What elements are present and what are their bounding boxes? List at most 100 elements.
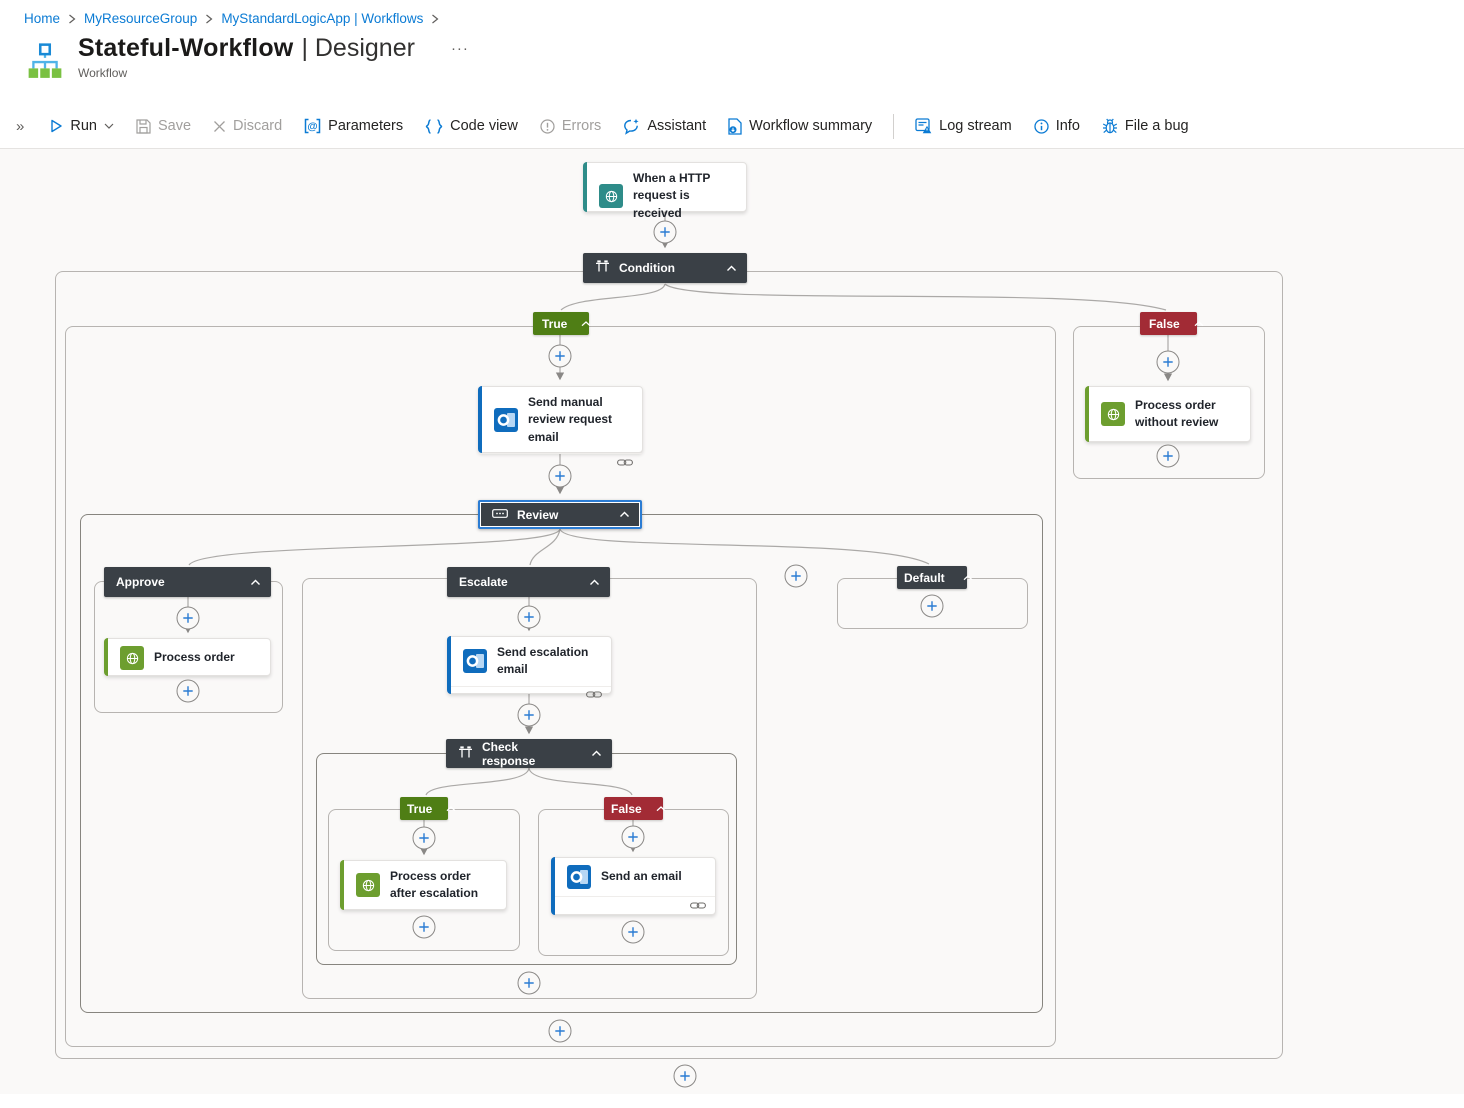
insert-step-check-true-button[interactable] [412, 826, 436, 850]
collapse-chevron-icon[interactable] [250, 579, 261, 586]
insert-step-false-branch-button[interactable] [1156, 350, 1180, 374]
insert-step-before-review-button[interactable] [548, 464, 572, 488]
check-false-label: False [611, 801, 642, 816]
default-case-label: Default [904, 570, 945, 585]
insert-step-true-branch-button[interactable] [548, 344, 572, 368]
action-process-order-without-review[interactable]: Process order without review [1085, 386, 1251, 442]
assistant-chat-icon [623, 118, 640, 135]
action-process-order[interactable]: Process order [104, 638, 271, 676]
action-label: Send escalation email [497, 645, 589, 677]
code-view-button[interactable]: Code view [414, 109, 529, 143]
switch-icon [492, 508, 508, 522]
add-action-escalate-bottom-button[interactable] [517, 971, 541, 995]
parameters-icon: @ [304, 118, 321, 134]
action-send-escalation-email[interactable]: Send escalation email [447, 636, 612, 698]
add-action-check-true-button[interactable] [412, 915, 436, 939]
check-response-title: Check response [482, 739, 536, 768]
collapse-chevron-icon[interactable] [446, 805, 456, 812]
info-label: Info [1055, 118, 1080, 134]
action-label: Process order without review [1135, 397, 1219, 429]
review-switch-node[interactable]: Review [478, 500, 642, 529]
log-stream-button[interactable]: Log stream [904, 109, 1023, 143]
save-label: Save [157, 118, 192, 134]
discard-button[interactable]: Discard [202, 109, 293, 143]
file-a-bug-button[interactable]: File a bug [1091, 109, 1200, 143]
add-switch-case-button[interactable] [784, 564, 808, 588]
more-options-button[interactable]: ··· [450, 40, 469, 57]
connection-footer [552, 896, 715, 914]
false-branch-badge[interactable]: False [1140, 312, 1204, 335]
insert-step-escalate-case-button[interactable] [517, 605, 541, 629]
errors-button[interactable]: Errors [529, 109, 612, 143]
workflow-canvas[interactable]: When a HTTP request is received Conditio… [0, 149, 1464, 1094]
default-case-header[interactable]: Default [897, 566, 973, 589]
error-circle-icon [540, 118, 555, 134]
save-button[interactable]: Save [125, 109, 202, 143]
breadcrumb-logic-app-workflows[interactable]: MyStandardLogicApp | Workflows [221, 11, 424, 26]
collapse-chevron-icon[interactable] [963, 574, 973, 581]
breadcrumb-resource-group[interactable]: MyResourceGroup [84, 11, 198, 26]
outlook-icon [567, 865, 591, 889]
add-action-after-condition-button[interactable] [673, 1064, 697, 1088]
info-button[interactable]: Info [1023, 109, 1091, 143]
add-action-default-case-button[interactable] [920, 594, 944, 618]
log-stream-label: Log stream [939, 118, 1012, 134]
workflow-app-icon [26, 42, 64, 85]
approve-case-header[interactable]: Approve [104, 567, 271, 597]
insert-step-after-trigger-button[interactable] [653, 220, 677, 244]
action-send-an-email[interactable]: Send an email [551, 857, 716, 915]
connector-edges [183, 212, 1173, 856]
false-branch-label: False [1149, 316, 1180, 331]
action-process-order-after-escalation[interactable]: Process order after escalation [340, 860, 507, 910]
workflow-summary-button[interactable]: Workflow summary [717, 109, 883, 143]
check-response-node[interactable]: Check response [446, 739, 612, 768]
action-send-manual-review-request-email[interactable]: Send manual review request email [478, 386, 643, 466]
connection-link-icon [690, 897, 706, 915]
trigger-when-http-request-received[interactable]: When a HTTP request is received [583, 162, 747, 220]
true-branch-label: True [542, 316, 568, 331]
escalate-case-header[interactable]: Escalate [447, 567, 610, 597]
collapse-chevron-icon[interactable] [656, 805, 666, 812]
condition-node[interactable]: Condition [583, 253, 747, 283]
parameters-button[interactable]: @ Parameters [293, 109, 414, 143]
close-icon [213, 120, 226, 133]
run-button[interactable]: Run [38, 109, 125, 143]
collapse-chevron-icon[interactable] [591, 750, 602, 757]
collapse-chevron-icon[interactable] [589, 579, 600, 586]
review-title: Review [517, 507, 559, 522]
approve-case-label: Approve [116, 575, 165, 589]
toolbar-divider [893, 113, 895, 139]
breadcrumb-chevron-icon [205, 14, 213, 24]
add-action-true-branch-bottom-button[interactable] [548, 1019, 572, 1043]
true-branch-badge[interactable]: True [533, 312, 591, 335]
insert-step-check-false-button[interactable] [621, 825, 645, 849]
assistant-label: Assistant [647, 118, 707, 134]
condition-title: Condition [619, 261, 675, 275]
assistant-button[interactable]: Assistant [612, 109, 717, 143]
expand-panel-icon[interactable]: » [16, 117, 25, 135]
check-false-badge[interactable]: False [604, 797, 666, 820]
breadcrumb-home[interactable]: Home [24, 11, 61, 26]
add-action-check-false-button[interactable] [621, 920, 645, 944]
breadcrumb-chevron-icon [68, 14, 76, 24]
add-action-false-branch-button[interactable] [1156, 444, 1180, 468]
parameters-label: Parameters [328, 118, 404, 134]
collapse-chevron-icon[interactable] [726, 265, 737, 272]
page-title: Stateful-Workflow [78, 34, 294, 62]
http-action-icon [120, 646, 144, 670]
code-braces-icon [425, 118, 443, 134]
collapse-chevron-icon[interactable] [619, 511, 630, 518]
check-true-badge[interactable]: True [400, 797, 456, 820]
collapse-chevron-icon[interactable] [581, 320, 591, 327]
insert-step-before-check-response-button[interactable] [517, 703, 541, 727]
connection-link-icon [617, 454, 633, 472]
connection-link-icon [586, 686, 602, 704]
page-subtitle: Workflow [78, 66, 128, 80]
collapse-chevron-icon[interactable] [1194, 320, 1204, 327]
discard-label: Discard [233, 118, 283, 134]
action-label: Process order [154, 650, 235, 665]
http-action-icon [356, 873, 380, 898]
insert-step-approve-case-button[interactable] [176, 606, 200, 630]
add-action-approve-case-button[interactable] [176, 679, 200, 703]
